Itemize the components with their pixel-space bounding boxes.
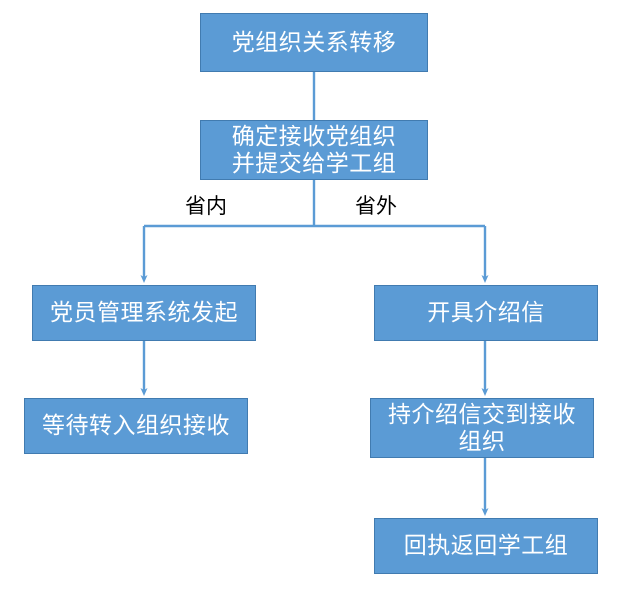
node-issue-introduction-letter[interactable]: 开具介绍信 xyxy=(374,285,598,341)
node-deliver-letter-to-receiving-org[interactable]: 持介绍信交到接收 组织 xyxy=(370,398,594,458)
node-transfer[interactable]: 党组织关系转移 xyxy=(200,13,428,72)
node-confirm-receiving-org[interactable]: 确定接收党组织 并提交给学工组 xyxy=(200,120,428,180)
node-wait-for-receiving-org[interactable]: 等待转入组织接收 xyxy=(24,398,248,454)
node-receipt-return-to-student-affairs[interactable]: 回执返回学工组 xyxy=(374,518,598,574)
node-member-system-initiate[interactable]: 党员管理系统发起 xyxy=(32,285,256,341)
connector-confirm-to-branches xyxy=(140,180,489,283)
edge-label-in-province: 省内 xyxy=(185,195,227,218)
edge-label-out-province: 省外 xyxy=(355,195,397,218)
